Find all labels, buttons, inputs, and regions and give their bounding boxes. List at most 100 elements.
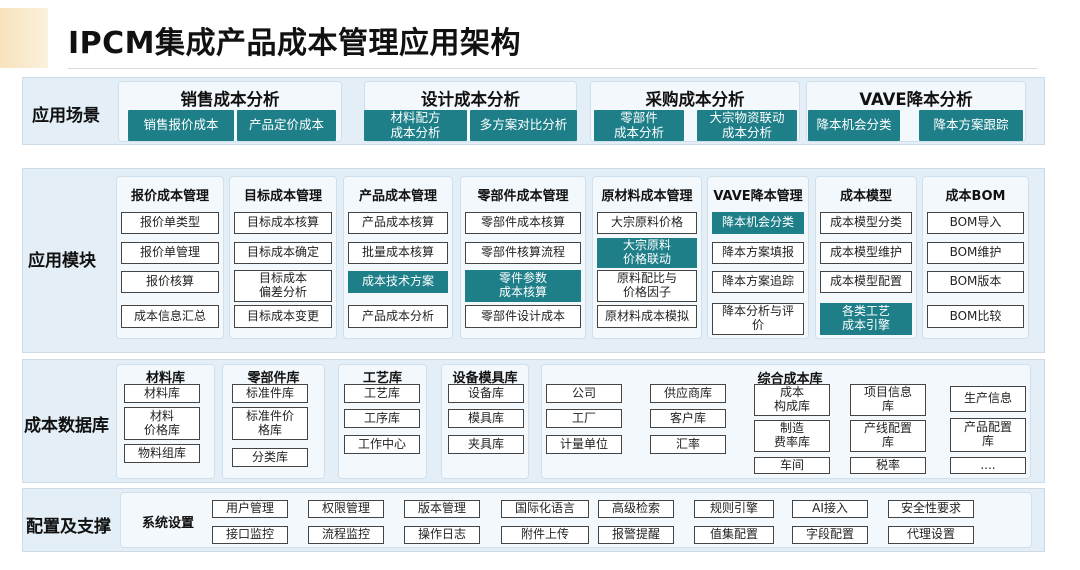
page-title: IPCM集成产品成本管理应用架构 xyxy=(68,26,522,61)
module-item[interactable]: 零部件设计成本 xyxy=(465,305,581,328)
module-item[interactable]: 原料配比与 价格因子 xyxy=(597,270,697,302)
module-item[interactable]: 零件参数 成本核算 xyxy=(465,270,581,302)
module-item[interactable]: 各类工艺 成本引擎 xyxy=(820,303,912,335)
scene-button[interactable]: 零部件 成本分析 xyxy=(594,110,684,141)
library-item[interactable]: 材料库 xyxy=(124,384,200,403)
library-item[interactable]: 工序库 xyxy=(344,409,420,428)
config-item[interactable]: 高级检索 xyxy=(598,500,674,518)
library-item[interactable]: 设备库 xyxy=(448,384,524,403)
scene-button[interactable]: 降本方案跟踪 xyxy=(919,110,1023,141)
library-item[interactable]: 工作中心 xyxy=(344,435,420,454)
module-item[interactable]: 成本模型配置 xyxy=(820,271,912,293)
system-settings-label: 系统设置 xyxy=(142,516,195,531)
config-item[interactable]: 规则引擎 xyxy=(694,500,774,518)
scene-button[interactable]: 多方案对比分析 xyxy=(470,110,577,141)
config-item[interactable]: 接口监控 xyxy=(212,526,288,544)
library-item[interactable]: 标准件库 xyxy=(232,384,308,403)
module-title: 零部件成本管理 xyxy=(477,189,569,204)
module-item[interactable]: 报价单类型 xyxy=(121,212,219,234)
module-item[interactable]: 降本机会分类 xyxy=(712,212,804,234)
scene-button[interactable]: 大宗物资联动 成本分析 xyxy=(697,110,797,141)
module-item[interactable]: 成本模型分类 xyxy=(820,212,912,234)
config-item[interactable]: 字段配置 xyxy=(792,526,868,544)
module-item[interactable]: 批量成本核算 xyxy=(348,242,448,264)
row-label-config: 配置及支撑 xyxy=(26,517,111,537)
library-item[interactable]: 供应商库 xyxy=(650,384,726,403)
library-item[interactable]: 税率 xyxy=(850,457,926,474)
module-item[interactable]: 报价单管理 xyxy=(121,242,219,264)
module-title: 成本BOM xyxy=(945,189,1006,204)
library-item[interactable]: 夹具库 xyxy=(448,435,524,454)
scene-title: 采购成本分析 xyxy=(645,90,745,109)
library-item[interactable]: 车间 xyxy=(754,457,830,474)
config-item[interactable]: 报警提醒 xyxy=(598,526,674,544)
config-item[interactable]: 用户管理 xyxy=(212,500,288,518)
scene-button[interactable]: 产品定价成本 xyxy=(237,110,336,141)
library-item[interactable]: 产线配置 库 xyxy=(850,420,926,452)
module-item[interactable]: 目标成本确定 xyxy=(234,242,332,264)
library-item[interactable]: 公司 xyxy=(546,384,622,403)
module-item[interactable]: 大宗原料价格 xyxy=(597,212,697,234)
module-item[interactable]: 大宗原料 价格联动 xyxy=(597,238,697,268)
module-item[interactable]: 目标成本 偏差分析 xyxy=(234,270,332,302)
library-item[interactable]: 制造 费率库 xyxy=(754,420,830,452)
config-item[interactable]: 值集配置 xyxy=(694,526,774,544)
module-item[interactable]: 成本信息汇总 xyxy=(121,305,219,328)
config-item[interactable]: 代理设置 xyxy=(888,526,974,544)
library-item[interactable]: 工艺库 xyxy=(344,384,420,403)
library-title: 综合成本库 xyxy=(757,372,823,387)
module-item[interactable]: 产品成本核算 xyxy=(348,212,448,234)
scene-button[interactable]: 材料配方 成本分析 xyxy=(364,110,467,141)
scene-button[interactable]: 降本机会分类 xyxy=(808,110,900,141)
module-item[interactable]: 成本模型维护 xyxy=(820,242,912,264)
library-item[interactable]: 成本 构成库 xyxy=(754,384,830,416)
module-item[interactable]: BOM维护 xyxy=(927,242,1024,264)
row-label-datalib: 成本数据库 xyxy=(24,416,109,436)
module-item[interactable]: 目标成本核算 xyxy=(234,212,332,234)
config-item[interactable]: 权限管理 xyxy=(308,500,384,518)
library-title: 设备模具库 xyxy=(452,371,518,386)
module-item[interactable]: 降本方案追踪 xyxy=(712,271,804,293)
module-item[interactable]: 原材料成本模拟 xyxy=(597,305,697,328)
module-item[interactable]: 降本分析与评 价 xyxy=(712,303,804,335)
module-item[interactable]: 零部件成本核算 xyxy=(465,212,581,234)
library-item[interactable]: 客户库 xyxy=(650,409,726,428)
config-item[interactable]: 操作日志 xyxy=(404,526,480,544)
library-item[interactable]: .... xyxy=(950,457,1026,474)
module-item[interactable]: 报价核算 xyxy=(121,271,219,293)
config-item[interactable]: 国际化语言 xyxy=(501,500,589,518)
module-item[interactable]: 产品成本分析 xyxy=(348,305,448,328)
title-divider xyxy=(68,68,1038,69)
module-title: 产品成本管理 xyxy=(358,189,437,204)
module-title: VAVE降本管理 xyxy=(713,189,803,204)
library-item[interactable]: 生产信息 xyxy=(950,386,1026,412)
config-item[interactable]: AI接入 xyxy=(792,500,868,518)
library-item[interactable]: 物料组库 xyxy=(124,444,200,463)
config-item[interactable]: 安全性要求 xyxy=(888,500,974,518)
library-item[interactable]: 计量单位 xyxy=(546,435,622,454)
library-item[interactable]: 工厂 xyxy=(546,409,622,428)
library-item[interactable]: 模具库 xyxy=(448,409,524,428)
config-item[interactable]: 版本管理 xyxy=(404,500,480,518)
library-item[interactable]: 分类库 xyxy=(232,448,308,467)
library-item[interactable]: 标准件价 格库 xyxy=(232,407,308,440)
library-title: 零部件库 xyxy=(247,371,300,386)
scene-button[interactable]: 销售报价成本 xyxy=(128,110,234,141)
title-decoration xyxy=(0,8,48,68)
module-item[interactable]: 零部件核算流程 xyxy=(465,242,581,264)
module-item[interactable]: 目标成本变更 xyxy=(234,305,332,328)
library-item[interactable]: 材料 价格库 xyxy=(124,407,200,440)
module-item[interactable]: BOM导入 xyxy=(927,212,1024,234)
library-item[interactable]: 项目信息 库 xyxy=(850,384,926,416)
library-title: 材料库 xyxy=(145,371,185,386)
library-item[interactable]: 产品配置 库 xyxy=(950,418,1026,452)
config-item[interactable]: 流程监控 xyxy=(308,526,384,544)
library-item[interactable]: 汇率 xyxy=(650,435,726,454)
module-item[interactable]: BOM版本 xyxy=(927,271,1024,293)
module-item[interactable]: 降本方案填报 xyxy=(712,242,804,264)
library-title: 工艺库 xyxy=(362,371,402,386)
module-title: 报价成本管理 xyxy=(130,189,209,204)
module-item[interactable]: BOM比较 xyxy=(927,305,1024,328)
module-item[interactable]: 成本技术方案 xyxy=(348,271,448,293)
config-item[interactable]: 附件上传 xyxy=(501,526,589,544)
